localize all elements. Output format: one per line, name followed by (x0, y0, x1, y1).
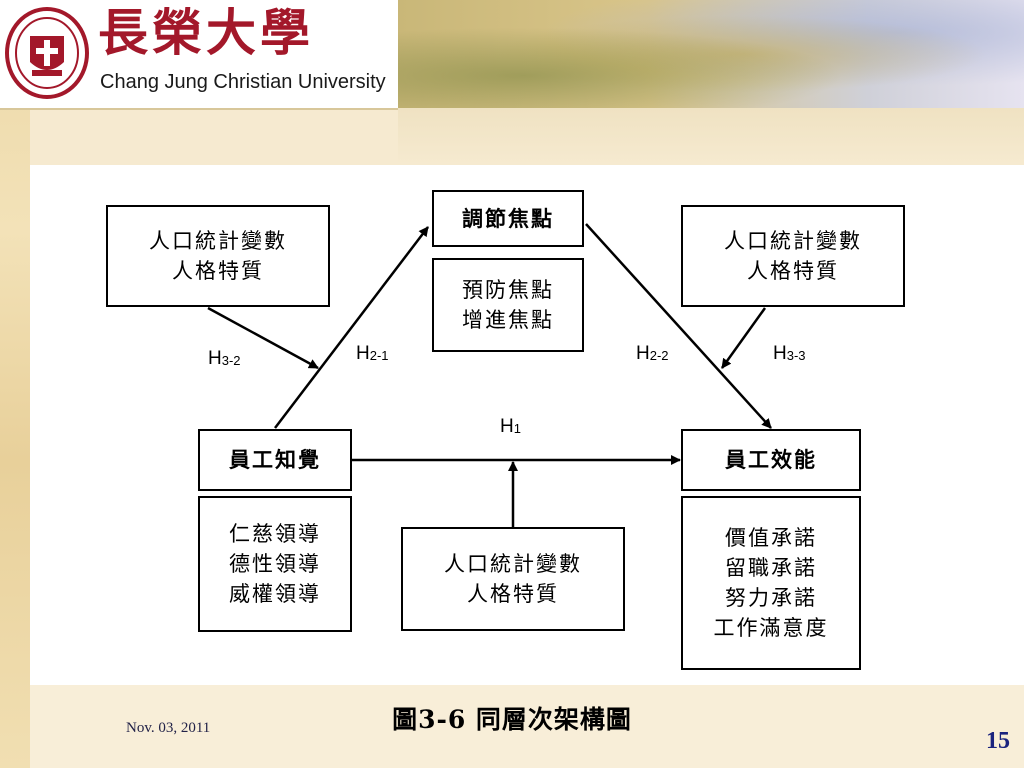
hypothesis-label-h2-2: H2-2 (636, 343, 669, 364)
university-name-chinese: 長榮大學 (98, 3, 314, 62)
control-variable: 人口統計變數 (724, 229, 862, 253)
dependent-item: 努力承諾 (725, 586, 817, 610)
slide-date: Nov. 03, 2011 (126, 720, 211, 736)
slide-footer-band (30, 685, 1024, 768)
slide-page-number: 15 (986, 728, 1010, 754)
moderator-title: 調節焦點 (462, 205, 554, 231)
control-variable: 人口統計變數 (149, 229, 287, 253)
arrow-independent-to-moderator (274, 226, 429, 429)
independent-title: 員工知覺 (229, 447, 321, 472)
dependent-item: 工作滿意度 (713, 616, 829, 640)
control-variables-top-right-box: 人口統計變數 人格特質 (681, 205, 905, 307)
figure-caption: 圖3-6 同層次架構圖 (392, 705, 632, 734)
arrow-moderator-to-dependent (585, 223, 772, 429)
independent-item: 仁慈領導 (229, 522, 321, 546)
moderator-item: 預防焦點 (462, 278, 554, 302)
control-variable: 人格特質 (747, 259, 839, 283)
arrow-control-left-to-link (207, 306, 319, 370)
dependent-items-box: 價值承諾 留職承諾 努力承諾 工作滿意度 (681, 496, 861, 670)
hypothesis-label-h1: H1 (500, 416, 521, 437)
arrow-control-right-to-link (720, 307, 767, 369)
control-variables-top-left-box: 人口統計變數 人格特質 (106, 205, 330, 307)
dependent-title: 員工效能 (725, 447, 817, 472)
dependent-item: 留職承諾 (725, 556, 817, 580)
hypothesis-label-h2-1: H2-1 (356, 343, 389, 364)
university-seal-icon (5, 7, 89, 99)
university-name-english: Chang Jung Christian University (100, 71, 386, 93)
header-banner-image (398, 0, 1024, 108)
control-variable: 人口統計變數 (444, 552, 582, 576)
hypothesis-label-h3-3: H3-3 (773, 343, 806, 364)
independent-item: 德性領導 (229, 552, 321, 576)
university-logo-panel: 長榮大學 Chang Jung Christian University (0, 0, 398, 110)
independent-title-box: 員工知覺 (198, 429, 352, 491)
dependent-title-box: 員工效能 (681, 429, 861, 491)
moderator-items-box: 預防焦點 增進焦點 (432, 258, 584, 352)
dependent-item: 價值承諾 (725, 526, 817, 550)
hypothesis-label-h3-2: H3-2 (208, 348, 241, 369)
header-banner-fade (398, 108, 1024, 165)
independent-item: 威權領導 (229, 582, 321, 606)
control-variable: 人格特質 (172, 259, 264, 283)
control-variables-bottom-box: 人口統計變數 人格特質 (401, 527, 625, 631)
control-variable: 人格特質 (467, 582, 559, 606)
background-strip (0, 0, 30, 768)
moderator-item: 增進焦點 (462, 308, 554, 332)
independent-items-box: 仁慈領導 德性領導 威權領導 (198, 496, 352, 632)
moderator-title-box: 調節焦點 (432, 190, 584, 247)
slide-header: 長榮大學 Chang Jung Christian University (0, 0, 1024, 110)
